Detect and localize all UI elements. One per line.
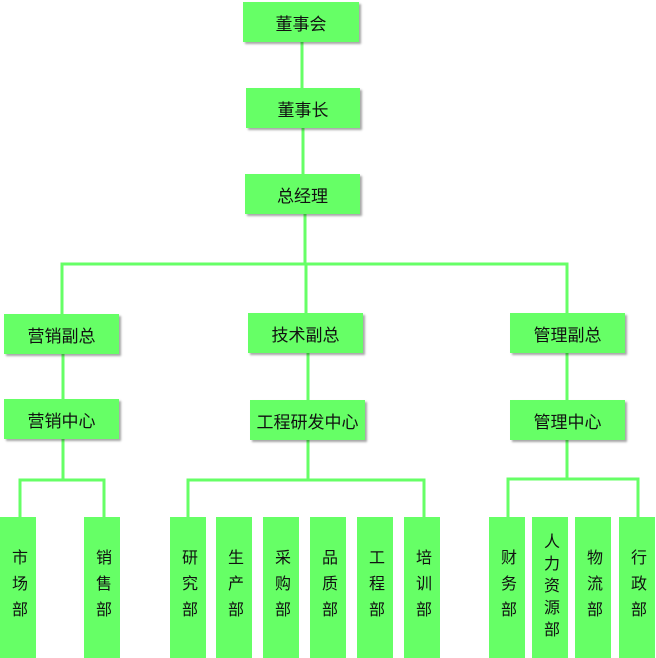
connector bbox=[506, 477, 640, 517]
connector bbox=[186, 478, 426, 517]
dept-administration: 行政部 bbox=[619, 517, 655, 658]
dept-sales: 销售部 bbox=[84, 517, 120, 658]
dept-logistics: 物流部 bbox=[575, 517, 611, 658]
dept-training: 培训部 bbox=[404, 517, 440, 658]
node-admin-center: 管理中心 bbox=[510, 400, 625, 440]
dept-finance: 财务部 bbox=[489, 517, 525, 658]
dept-quality: 品质部 bbox=[310, 517, 346, 658]
node-marketing-center: 营销中心 bbox=[4, 399, 119, 439]
node-vp-marketing: 营销副总 bbox=[4, 314, 119, 354]
node-vp-admin: 管理副总 bbox=[510, 313, 625, 353]
connector bbox=[18, 478, 106, 517]
dept-purchasing: 采购部 bbox=[263, 517, 299, 658]
node-chairman: 董事长 bbox=[246, 88, 360, 128]
dept-engineering: 工程部 bbox=[357, 517, 393, 658]
connector bbox=[60, 262, 569, 314]
node-rd-center: 工程研发中心 bbox=[250, 400, 365, 440]
dept-research: 研究部 bbox=[170, 517, 206, 658]
dept-market: 市场部 bbox=[0, 517, 36, 658]
node-general-manager: 总经理 bbox=[245, 174, 360, 214]
dept-production: 生产部 bbox=[216, 517, 252, 658]
node-board: 董事会 bbox=[243, 2, 359, 42]
dept-hr: 人力资源部 bbox=[532, 517, 568, 658]
node-vp-tech: 技术副总 bbox=[248, 313, 363, 353]
